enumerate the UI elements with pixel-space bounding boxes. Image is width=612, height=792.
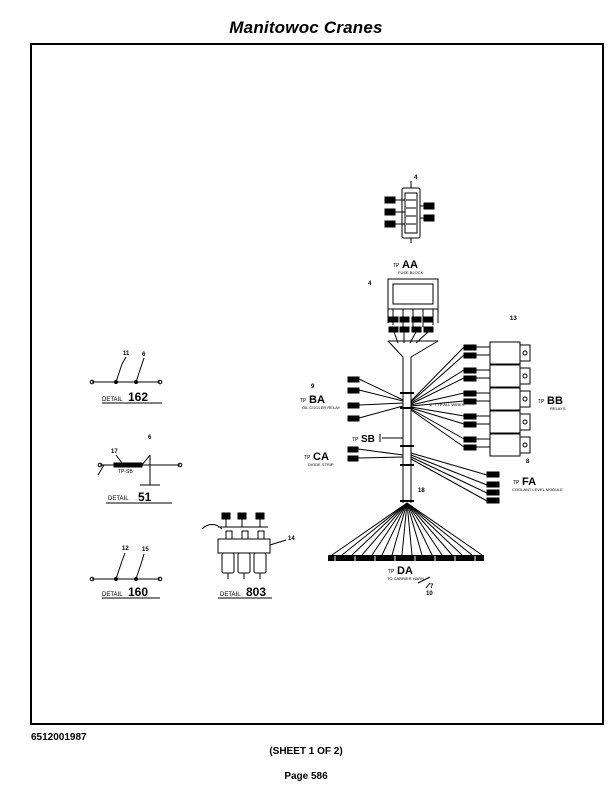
callout-13: 13 xyxy=(510,316,517,322)
typ-note: 2" TYP ALL WIRES xyxy=(430,402,465,407)
detail-160-callout-15: 15 xyxy=(142,547,149,553)
tp-sb-prefix: TP xyxy=(352,437,359,443)
fuse-block xyxy=(387,278,439,358)
document-number: 6512001987 xyxy=(31,732,87,743)
detail-51-label: DETAIL xyxy=(108,496,129,502)
drawing-frame: DETAIL 162 11 6 DETAIL 51 17 6 TP-SB DET… xyxy=(30,43,604,725)
detail-162-callout-6: 6 xyxy=(142,352,146,358)
callout-7: 7 xyxy=(430,584,434,590)
wiring-harness-drawing: DETAIL 162 11 6 DETAIL 51 17 6 TP-SB DET… xyxy=(89,175,566,599)
detail-803-number: 803 xyxy=(246,585,266,599)
tp-bb-code: BB xyxy=(547,395,563,407)
detail-160-number: 160 xyxy=(128,585,148,599)
detail-803-label: DETAIL xyxy=(220,592,241,598)
tp-bb-sub: RELAYS xyxy=(550,406,566,411)
tp-bb-prefix: TP xyxy=(538,399,545,405)
main-trunk xyxy=(400,357,414,503)
tp-ca-sub: DIODE STRIP xyxy=(308,462,334,467)
detail-51-number: 51 xyxy=(138,490,152,504)
tp-da-sub: TO CARRIER HARN. xyxy=(387,576,425,581)
sheet-indicator: (SHEET 1 OF 2) xyxy=(269,746,343,757)
detail-162-label: DETAIL xyxy=(102,397,123,403)
tp-da-code: DA xyxy=(397,565,413,577)
tp-fa-code: FA xyxy=(522,476,536,488)
tp-ca-code: CA xyxy=(313,451,329,463)
oil-cooler-relay-branch xyxy=(347,376,404,422)
diode-strip-branch xyxy=(347,446,404,462)
tp-ca-prefix: TP xyxy=(304,455,311,461)
tp-ba-sub: OIL COOLER RELAY xyxy=(302,405,341,410)
page-number: Page 586 xyxy=(284,771,328,782)
detail-160-callout-12: 12 xyxy=(122,546,129,552)
detail-162-number: 162 xyxy=(128,390,148,404)
tp-sb-code: SB xyxy=(361,434,375,445)
callout-8: 8 xyxy=(526,459,530,465)
tp-ba-code: BA xyxy=(309,394,325,406)
tp-fa-prefix: TP xyxy=(513,480,520,486)
tp-ba-prefix: TP xyxy=(300,398,307,404)
detail-162-callout-11: 11 xyxy=(123,351,130,357)
detail-51-callout-6: 6 xyxy=(148,435,152,441)
coolant-level-branch xyxy=(410,452,500,504)
callout-4-top: 4 xyxy=(414,175,418,181)
carrier-harness-fan xyxy=(328,502,484,589)
detail-51-splice: TP-SB xyxy=(118,469,133,475)
tp-fa-sub: COOLANT LEVEL MODULE xyxy=(512,487,563,492)
tp-aa-code: AA xyxy=(402,259,418,271)
top-connector xyxy=(384,181,435,243)
detail-160 xyxy=(89,552,163,599)
detail-160-label: DETAIL xyxy=(102,592,123,598)
page-title: Manitowoc Cranes xyxy=(229,18,383,37)
callout-18: 18 xyxy=(418,488,425,494)
callout-4-fuse: 4 xyxy=(368,281,372,287)
tp-aa-prefix: TP xyxy=(393,263,400,269)
relay-stack xyxy=(410,341,531,457)
splice-sb xyxy=(379,434,403,442)
detail-803-callout-14: 14 xyxy=(288,536,295,542)
detail-162 xyxy=(89,356,163,404)
callout-10: 10 xyxy=(426,591,433,597)
tp-da-prefix: TP xyxy=(388,569,395,575)
detail-51 xyxy=(97,454,183,504)
tp-aa-sub: FUSE BLOCK xyxy=(398,270,424,275)
detail-803 xyxy=(201,512,287,599)
callout-9: 9 xyxy=(311,384,315,390)
detail-51-callout-17: 17 xyxy=(111,449,118,455)
